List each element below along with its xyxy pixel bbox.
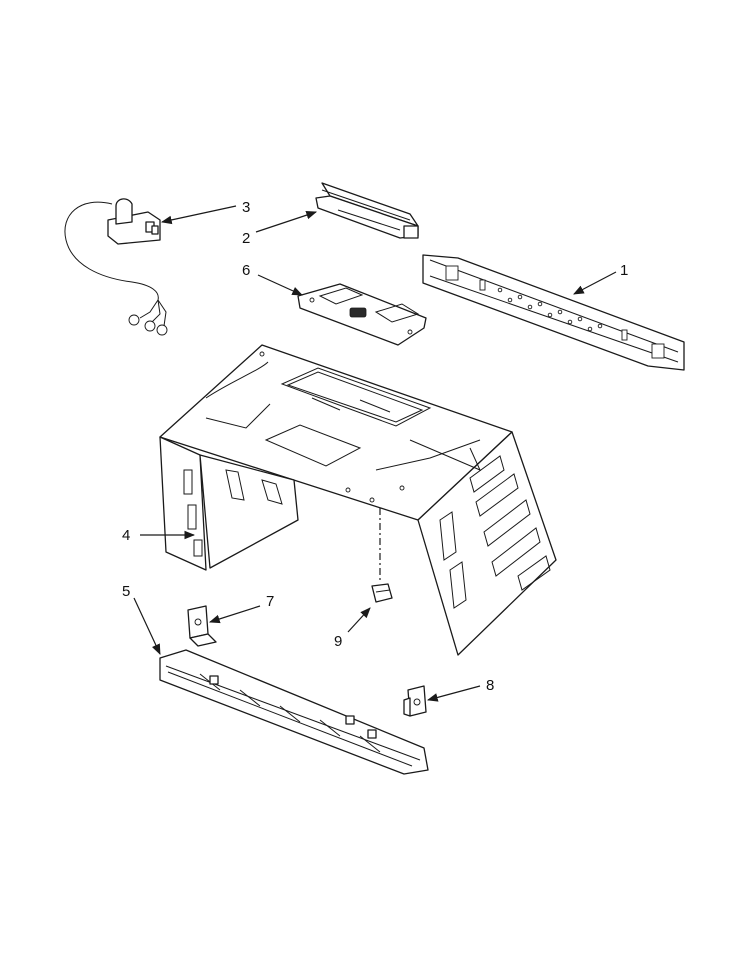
part-8-bracket[interactable]	[403, 685, 427, 717]
callout-3: 3	[242, 199, 250, 216]
leader-3	[160, 205, 237, 225]
leader-6	[257, 274, 303, 296]
callout-7: 7	[266, 593, 274, 610]
callout-4: 4	[122, 527, 130, 544]
part-7-bracket[interactable]	[187, 605, 217, 647]
leader-2	[255, 210, 318, 233]
callout-5: 5	[122, 583, 130, 600]
leader-1	[573, 271, 617, 295]
callout-6: 6	[242, 262, 250, 279]
part-1-mounting-rail[interactable]	[422, 254, 685, 371]
leader-5	[133, 597, 161, 655]
part-4-cabinet-wrapper[interactable]	[159, 344, 557, 656]
part-2-grille[interactable]	[315, 182, 419, 239]
part-3-wire-harness[interactable]	[64, 198, 168, 336]
callout-2: 2	[242, 230, 250, 247]
part-5-front-rail[interactable]	[159, 649, 429, 775]
leader-7	[208, 605, 261, 624]
callout-9: 9	[334, 633, 342, 650]
part-9-clip[interactable]	[371, 583, 393, 603]
part-6-plate[interactable]	[297, 283, 427, 346]
callout-1: 1	[620, 262, 628, 279]
leader-9	[347, 607, 371, 633]
rail-holes	[497, 287, 603, 332]
leader-8	[426, 685, 481, 702]
callout-8: 8	[486, 677, 494, 694]
